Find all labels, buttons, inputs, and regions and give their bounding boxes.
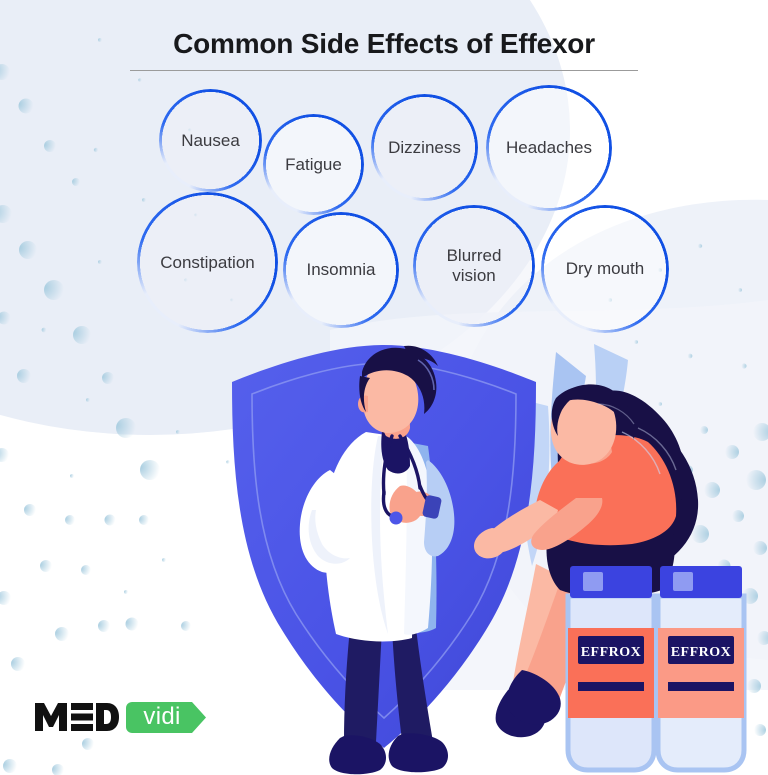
side-effect-bubble: Insomnia [283, 212, 399, 328]
side-effect-label: Dry mouth [565, 259, 645, 278]
logo-med-wordmark [35, 703, 119, 731]
logo-badge-shape [126, 701, 206, 733]
page-title: Common Side Effects of Effexor [0, 26, 768, 62]
side-effect-bubble: Constipation [137, 192, 278, 333]
medicine-bottle: EFFROX [565, 566, 657, 773]
side-effect-label: Headaches [505, 138, 592, 157]
side-effect-bubble: Blurred vision [413, 205, 535, 327]
side-effect-bubble: Dizziness [371, 94, 478, 201]
side-effect-label: Blurred vision [446, 246, 502, 285]
side-effect-bubble: Headaches [486, 85, 612, 211]
logo-vidi-badge: vidi [126, 701, 208, 733]
logo-badge-text: vidi [143, 703, 181, 730]
page-title-text: Common Side Effects of Effexor [173, 28, 595, 59]
title-divider [130, 70, 638, 71]
side-effect-label: Constipation [160, 252, 255, 272]
side-effect-bubble: Fatigue [263, 114, 364, 215]
side-effect-bubble: Dry mouth [541, 205, 669, 333]
side-effect-label: Insomnia [306, 260, 376, 279]
side-effect-label: Dizziness [388, 137, 461, 157]
side-effect-bubble: Nausea [159, 89, 262, 192]
medicine-bottle: EFFROX [655, 566, 747, 773]
bottle-brand-text: EFFROX [581, 645, 642, 660]
side-effect-label: Nausea [181, 130, 240, 150]
medvidi-logo[interactable]: vidi [34, 700, 208, 734]
bottle-brand-text: EFFROX [671, 645, 732, 660]
side-effect-label: Fatigue [285, 154, 342, 174]
medicine-bottles: EFFROX EFFROX [565, 566, 747, 773]
